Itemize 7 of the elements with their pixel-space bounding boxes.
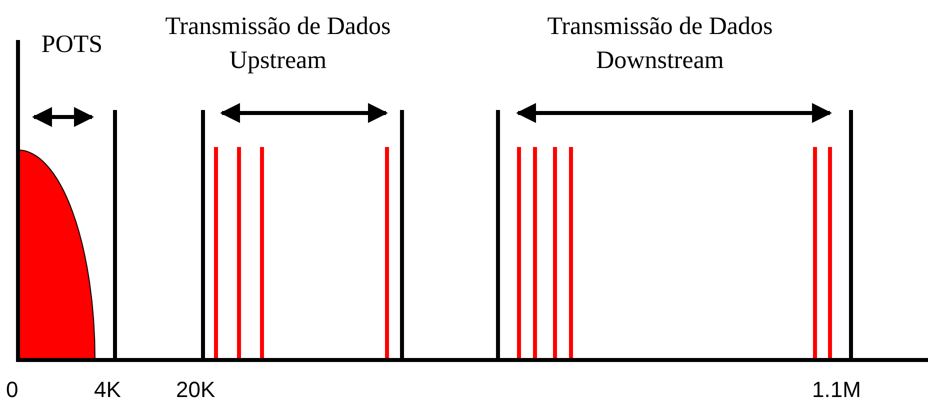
frequency-tick-label: 20K xyxy=(176,377,216,403)
frequency-tick-label: 4K xyxy=(94,377,121,403)
band-title: Transmissão de Dados Upstream xyxy=(164,12,392,76)
frequency-tick-label: 1.1M xyxy=(812,377,861,403)
band-title: POTS xyxy=(40,30,104,60)
frequency-tick-label: 0 xyxy=(6,377,18,403)
band-title: Transmissão de Dados Downstream xyxy=(546,12,774,76)
